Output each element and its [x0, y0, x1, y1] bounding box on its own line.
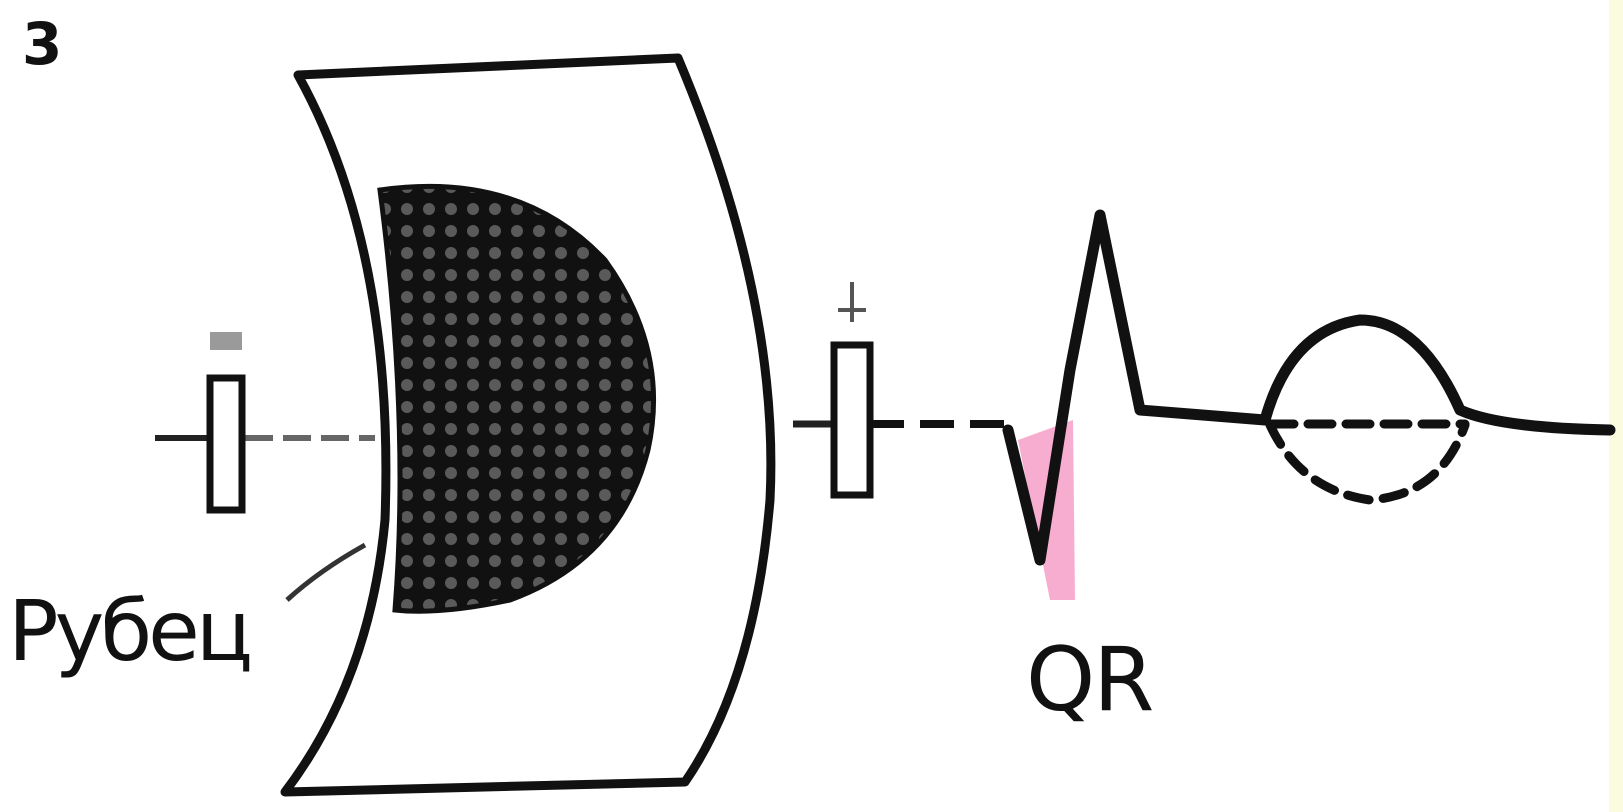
scar-pointer [285, 542, 367, 602]
left-electrode [155, 332, 375, 514]
right-electrode [793, 282, 1010, 499]
figure-number: 3 [22, 10, 63, 78]
ecg-trace [1002, 209, 1616, 566]
infarct-zone [377, 183, 657, 614]
background-edge [1609, 0, 1623, 812]
scar-label: Рубец [8, 582, 253, 680]
qr-complex-label: QR [1026, 628, 1154, 731]
